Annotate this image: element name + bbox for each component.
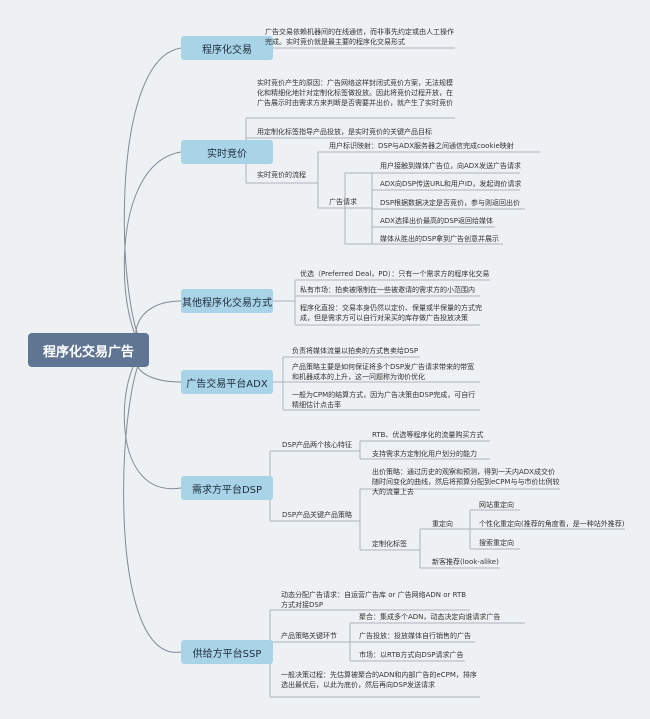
- node-b5-core: DSP产品两个核心特征: [282, 441, 353, 449]
- node-b6-aggregate: 聚合：集成多个ADN，动态决定向谁请求广告: [359, 613, 501, 621]
- node-b6-market: 市场：以RTB方式向DSP请求广告: [359, 651, 464, 659]
- node-b4-cpm: 一般为CPM的结算方式，因为广告决策由DSP完成，可自行精细估计点击率: [292, 391, 476, 409]
- node-b5-strategy: DSP产品关键产品策略: [282, 511, 353, 519]
- node-b2-user-mapping: 用户标识映射：DSP与ADX服务器之间通信完成cookie映射: [329, 142, 514, 150]
- node-b5-retarget-personal: 个性化重定向(推荐的角度看，是一种站外推荐): [479, 520, 625, 528]
- node-b2-step-1: 用户接触到媒体广告位，向ADX发送广告请求: [380, 162, 521, 170]
- node-b2-reason: 实时竞价产生的原因：广告网络这样封闭式竞价方案，无法规模化和精细化地针对定制化标…: [257, 79, 453, 107]
- node-b2-step-4: ADX选择出价最高的DSP返回给媒体: [380, 217, 494, 225]
- node-b5-lookalike: 新客推荐(look-alike): [432, 558, 499, 566]
- node-b1-desc: 广告交易依赖机器间的在线通信，而非事先约定或由人工操作完成。实时竞价就是最主要的…: [265, 28, 454, 46]
- node-b2-ad-request: 广告请求: [329, 198, 357, 206]
- node-b2-key: 用定制化标签指导产品投放，是实时竞价的关键产品目标: [257, 128, 432, 136]
- node-b2-step-5: 媒体从胜出的DSP拿到广告创意并展示: [380, 235, 500, 243]
- node-b5-core-2: 支持需求方定制化用户划分的能力: [372, 450, 477, 458]
- branch-other-methods[interactable]: 其他程序化交易方式: [181, 289, 273, 313]
- node-b2-step-3: DSP根据数据决定是否竞价，参与则返回出价: [380, 199, 521, 207]
- node-b5-bid-strategy: 出价策略：通过历史的观察和预测，得到一天内ADX成交价随时间变化的曲线，然后将预…: [372, 468, 560, 496]
- node-b6-general: 一般决策过程：先估算被聚合的ADN和内部广告的eCPM，排序选出最优后，以此为底…: [281, 671, 477, 689]
- node-b2-step-2: ADX向DSP传送URL和用户ID，发起询价请求: [380, 180, 522, 188]
- root-topic[interactable]: 程序化交易广告: [28, 333, 149, 367]
- node-b5-custom-tag: 定制化标签: [372, 540, 407, 548]
- node-b3-private-market: 私有市场：拍卖被限制在一些被邀请的需求方的小范围内: [300, 286, 475, 294]
- node-b5-core-1: RTB、优选等程序化的流量购买方式: [372, 431, 484, 439]
- node-b3-direct: 程序化直投：交易本身仍然以定价、保量或半保量的方式完成，但是需求方可以自行对采买…: [300, 304, 482, 322]
- node-b6-key: 产品策略关键环节: [281, 632, 337, 640]
- node-b2-flow: 实时竞价的流程: [257, 171, 306, 179]
- branch-real-time-bidding[interactable]: 实时竞价: [181, 140, 273, 164]
- branch-adx[interactable]: 广告交易平台ADX: [181, 370, 273, 394]
- node-b6-ad-delivery: 广告投放：投放媒体自行销售的广告: [359, 632, 471, 640]
- branch-programmatic-trading[interactable]: 程序化交易: [181, 36, 273, 60]
- node-b5-retarget-site: 网站重定向: [479, 501, 514, 509]
- node-b4-strategy: 产品策略主要是如何保证将多个DSP发广告请求带来的带宽和机器成本的上升，这一问题…: [292, 363, 475, 381]
- node-b3-preferred-deal: 优选（Preferred Deal，PD）：只有一个需求方的程序化交易: [300, 270, 490, 278]
- node-b4-auction: 负责将媒体流量以拍卖的方式售卖给DSP: [292, 347, 419, 355]
- node-b5-retarget-search: 搜索重定向: [479, 539, 514, 547]
- branch-dsp[interactable]: 需求方平台DSP: [181, 476, 273, 500]
- node-b6-dynamic: 动态分配广告请求：自运营广告库 or 广告网络ADN or RTB方式对接DSP: [281, 591, 467, 609]
- node-b5-retarget: 重定向: [432, 520, 453, 528]
- branch-ssp[interactable]: 供给方平台SSP: [181, 640, 273, 664]
